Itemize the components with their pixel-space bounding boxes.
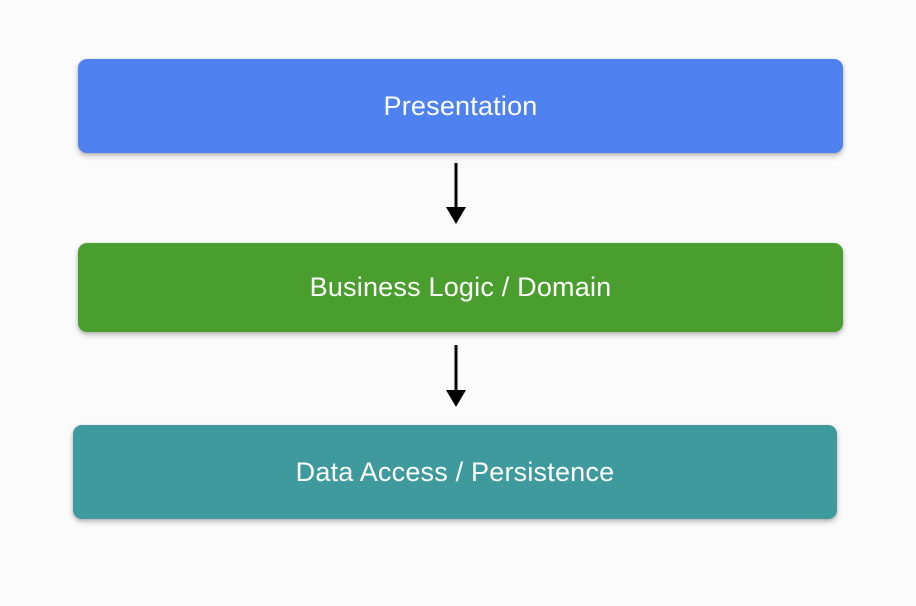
arrow-down-icon-business-to-data <box>441 345 471 408</box>
layer-box-data-access[interactable]: Data Access / Persistence <box>73 425 837 519</box>
layer-box-presentation[interactable]: Presentation <box>78 59 843 153</box>
layer-box-business-logic[interactable]: Business Logic / Domain <box>78 243 843 332</box>
layer-label-presentation: Presentation <box>383 90 538 121</box>
layer-label-data-access: Data Access / Persistence <box>295 456 615 487</box>
arrow-down-icon-presentation-to-business <box>441 163 471 225</box>
layer-label-business-logic: Business Logic / Domain <box>309 272 612 302</box>
